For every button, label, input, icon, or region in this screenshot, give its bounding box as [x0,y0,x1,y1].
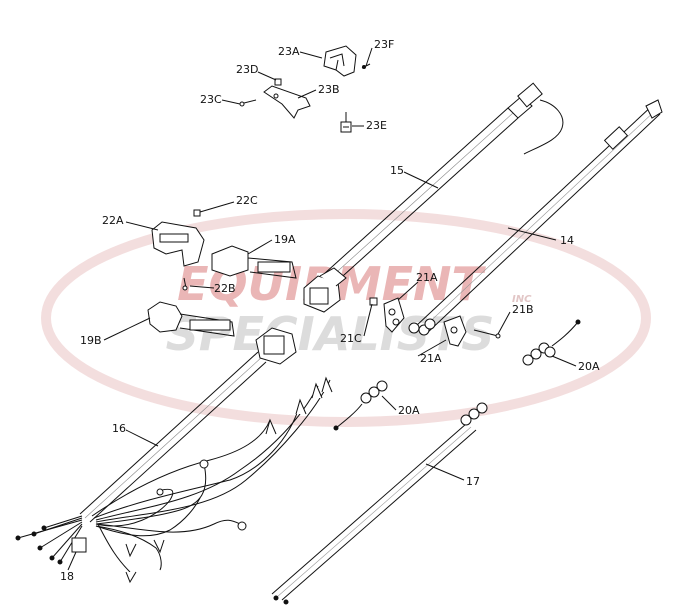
part-23a-bracket [323,45,357,77]
watermark-mark: INC [512,294,532,305]
label-21a-bottom: 21A [420,352,442,365]
part-21a-bottom-clamp [443,315,467,347]
part-21c-nut [369,297,378,306]
part-23c-screw [239,99,257,107]
part-23b-plate [263,85,311,119]
label-23c: 23C [200,93,222,106]
label-15: 15 [390,164,404,177]
part-19b-cover [147,301,235,337]
label-21b: 21B [512,303,534,316]
part-20a-middle-pigtail [333,380,388,431]
part-23d-nut [274,78,282,86]
label-21c: 21C [340,332,362,345]
label-19a: 19A [274,233,296,246]
part-labels: 23A 23F 23D 23B 23C 23E 15 22C 22A 19A 1… [60,38,600,583]
label-23e: 23E [366,119,387,132]
label-22b: 22B [214,282,236,295]
watermark-line2: SPECIALISTS [166,307,495,361]
part-21b-screw [473,329,501,339]
part-18-connector [71,537,87,553]
label-23a: 23A [278,45,300,58]
label-23f: 23F [374,38,394,51]
label-23b: 23B [318,83,340,96]
label-21a-top: 21A [416,271,438,284]
label-18: 18 [60,570,74,583]
part-23e-clip [340,112,352,133]
part-15-harness [303,82,564,313]
label-17: 17 [466,475,480,488]
label-14: 14 [560,234,574,247]
part-14-harness [408,99,663,336]
label-22a: 22A [102,214,124,227]
label-20a-middle: 20A [398,404,420,417]
leader-lines [67,47,577,571]
label-20a-right: 20A [578,360,600,373]
part-16-harness [15,327,333,584]
part-22a-bracket [151,221,205,267]
watermark: EQUIPMENT SPECIALISTS INC [41,209,651,427]
part-19a-cover [211,245,297,279]
part-22b-screw [182,277,188,291]
part-21a-top-clamp [383,297,405,333]
label-16: 16 [112,422,126,435]
label-23d: 23D [236,63,258,76]
watermark-ring [41,209,651,427]
part-17-harness [271,402,488,605]
label-19b: 19B [80,334,102,347]
part-22c-nut [193,209,201,217]
part-20a-right-pigtail [522,319,581,366]
label-22c: 22C [236,194,258,207]
